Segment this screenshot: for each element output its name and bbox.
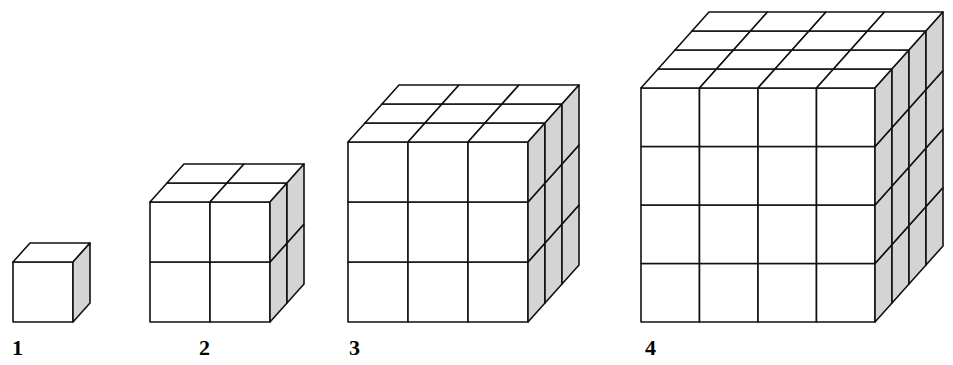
front-cell: [210, 262, 270, 322]
front-cell: [758, 88, 817, 147]
figure-number: 4: [645, 337, 656, 359]
front-cell: [641, 147, 700, 206]
figure-number: 3: [349, 337, 360, 359]
front-cell: [817, 147, 876, 206]
front-cell: [150, 202, 210, 262]
front-cell: [408, 262, 468, 322]
front-cell: [468, 262, 528, 322]
cube-stack: [348, 85, 579, 322]
front-cell: [13, 262, 73, 322]
cube-stack: [641, 12, 943, 322]
side-cell: [545, 104, 562, 183]
front-cell: [700, 205, 759, 264]
front-cell: [700, 147, 759, 206]
front-cell: [758, 264, 817, 323]
front-cell: [641, 88, 700, 147]
front-cell: [817, 88, 876, 147]
side-cell: [270, 183, 287, 262]
cube-stack: [13, 243, 90, 322]
figure-number: 1: [12, 337, 23, 359]
front-cell: [817, 264, 876, 323]
front-cell: [468, 202, 528, 262]
side-cell: [875, 69, 892, 147]
front-cell: [150, 262, 210, 322]
side-cell: [287, 164, 304, 243]
front-cell: [641, 205, 700, 264]
figure-number: 2: [199, 337, 210, 359]
front-cell: [641, 264, 700, 323]
front-cell: [408, 142, 468, 202]
side-cell: [892, 50, 909, 128]
side-cell: [909, 31, 926, 109]
front-cell: [348, 142, 408, 202]
side-cell: [73, 243, 90, 322]
front-cell: [700, 88, 759, 147]
side-cell: [926, 12, 943, 90]
front-cell: [700, 264, 759, 323]
front-cell: [210, 202, 270, 262]
side-cell: [562, 85, 579, 164]
front-cell: [348, 202, 408, 262]
front-cell: [408, 202, 468, 262]
front-cell: [758, 205, 817, 264]
front-cell: [817, 205, 876, 264]
front-cell: [468, 142, 528, 202]
cube-stack: [150, 164, 304, 322]
front-cell: [348, 262, 408, 322]
side-cell: [528, 123, 545, 202]
front-cell: [758, 147, 817, 206]
